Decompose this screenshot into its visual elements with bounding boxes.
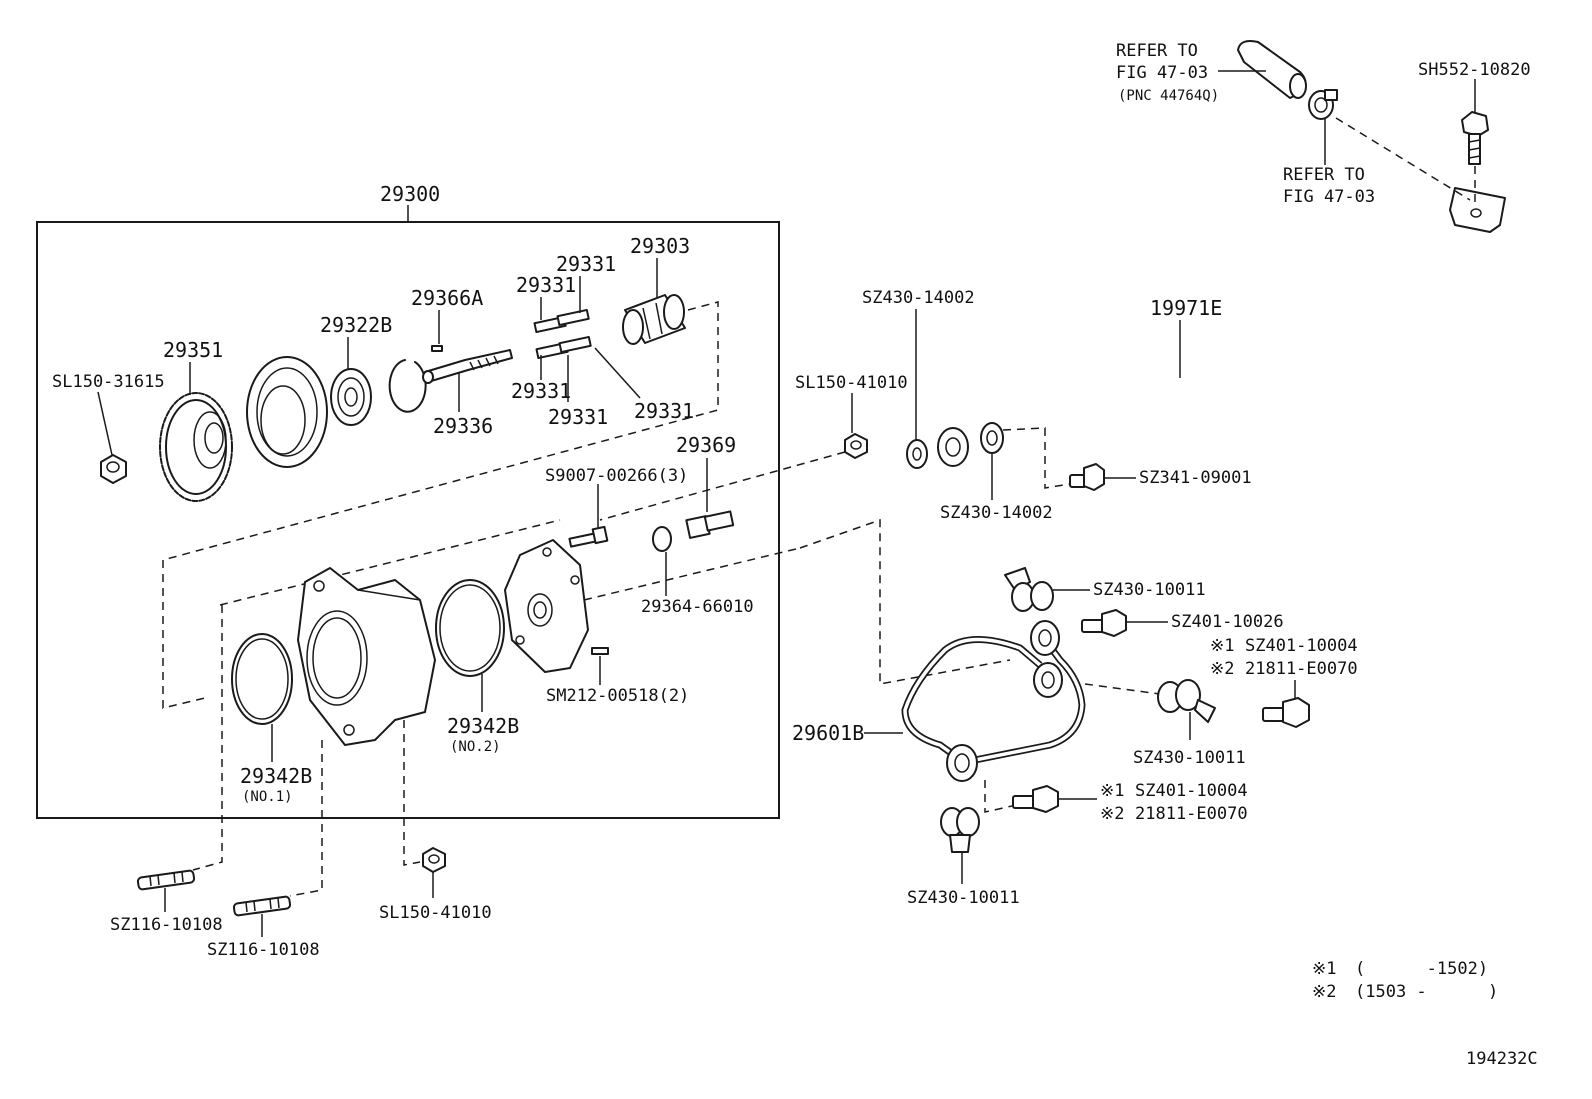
- refer-2-line2: FIG 47-03: [1283, 187, 1375, 207]
- bearing-29322b: [330, 368, 372, 426]
- footnotes: ※1 ( -1502) ※2 (1503 - ): [1312, 959, 1498, 1002]
- 29351-label: 29351: [163, 338, 223, 362]
- sz430-10011-b-label: SZ430-10011: [1133, 748, 1246, 768]
- s9007-label: S9007-00266(3): [545, 466, 688, 486]
- shaft-29336: [422, 349, 513, 384]
- pump-housing: [297, 567, 436, 746]
- oil-pipe-19971e: [937, 178, 1527, 467]
- bolt-sh552: [1461, 111, 1489, 165]
- footnote-1-range: ( -1502): [1355, 959, 1488, 979]
- 29331-label-b: 29331: [516, 273, 576, 297]
- 29331-label-c: 29331: [511, 379, 571, 403]
- sh552-label: SH552-10820: [1418, 60, 1531, 80]
- 29336-label: 29336: [433, 414, 493, 438]
- refer-1-line2: FIG 47-03: [1116, 63, 1208, 83]
- 29322b-label: 29322B: [320, 313, 392, 337]
- 29303-label: 29303: [630, 234, 690, 258]
- gear-29351: [159, 392, 233, 502]
- stud-sz116-b: [232, 895, 292, 917]
- 29369-label: 29369: [676, 433, 736, 457]
- 29342b-no2-label: 29342B: [447, 714, 519, 738]
- footnote-2-range: (1503 - ): [1355, 982, 1498, 1002]
- seal-ring: [246, 356, 328, 468]
- vanes-29331: [533, 308, 592, 360]
- clamp-part: [1308, 89, 1338, 120]
- screw-s9007: [568, 525, 609, 548]
- sl150-41010-bottom-label: SL150-41010: [379, 903, 492, 923]
- nut-sl150-41010-bottom: [422, 847, 446, 873]
- gasket-sz430-14002-b: [980, 422, 1004, 454]
- gasket-29342b-no2: [435, 579, 505, 677]
- footnote-2-mark: ※2: [1312, 982, 1336, 1002]
- m1-b: ※1: [1100, 781, 1124, 801]
- m2-b: ※2: [1100, 804, 1124, 824]
- m2-a: ※2: [1210, 659, 1234, 679]
- stud-sz116-a: [136, 869, 196, 891]
- sz401-10004-b-label: SZ401-10004: [1135, 781, 1248, 801]
- gasket-sz430-14002-a: [906, 439, 928, 469]
- sz430-10011-a-label: SZ430-10011: [1093, 580, 1206, 600]
- sl150-31615-label: SL150-31615: [52, 372, 165, 392]
- gasket-sz430-10011-b: [1157, 679, 1216, 723]
- oring-29364: [652, 526, 672, 552]
- sz116-label-a: SZ116-10108: [110, 915, 223, 935]
- bolt-sz401-10004-a: [1262, 697, 1310, 728]
- nut-sl150-41010-top: [844, 433, 868, 459]
- bolt-sz401-10004-b: [1012, 785, 1059, 813]
- 29331-label-d: 29331: [548, 405, 608, 429]
- 29601b-label: 29601B: [792, 721, 864, 745]
- oil-pipe-29601b: [901, 620, 1086, 782]
- sz430-14002-bottom-label: SZ430-14002: [940, 503, 1053, 523]
- sl150-41010-top-label: SL150-41010: [795, 373, 908, 393]
- refer-2-line1: REFER TO: [1283, 165, 1365, 185]
- sz401-10004-a-label: SZ401-10004: [1245, 636, 1358, 656]
- 29342b-no1-label: 29342B: [240, 764, 312, 788]
- key-29366a: [431, 345, 443, 352]
- sz116-label-b: SZ116-10108: [207, 940, 320, 960]
- 29331-label-a: 29331: [556, 252, 616, 276]
- bolt-sz401-10026: [1081, 609, 1127, 637]
- nut-sl150-31615: [100, 454, 127, 484]
- 21811-a-label: 21811-E0070: [1245, 659, 1358, 679]
- sz430-14002-top-label: SZ430-14002: [862, 288, 975, 308]
- sz430-10011-c-label: SZ430-10011: [907, 888, 1020, 908]
- gasket-sz430-10011-c: [940, 807, 980, 853]
- hose-part: [1237, 40, 1307, 99]
- snap-ring: [388, 359, 427, 413]
- pump-cover: [504, 539, 589, 673]
- footnote-1-mark: ※1: [1312, 959, 1336, 979]
- sm212-label: SM212-00518(2): [546, 686, 689, 706]
- fitting-29369: [685, 510, 735, 539]
- bolt-sz341: [1069, 463, 1105, 491]
- 19971e-label: 19971E: [1150, 296, 1222, 320]
- rotor-29303: [622, 294, 686, 345]
- assembly-number-label: 29300: [380, 182, 440, 206]
- refer-1-line3: (PNC 44764Q): [1118, 88, 1219, 104]
- 29366a-label: 29366A: [411, 286, 483, 310]
- 21811-b-label: 21811-E0070: [1135, 804, 1248, 824]
- no1-label: (NO.1): [242, 789, 293, 805]
- gasket-29342b-no1: [231, 633, 293, 725]
- refer-1-line1: REFER TO: [1116, 41, 1198, 61]
- gasket-sz430-10011-a: [1004, 567, 1054, 612]
- pin-sm212: [591, 647, 609, 655]
- no2-label: (NO.2): [450, 739, 501, 755]
- 29364-label: 29364-66010: [641, 597, 754, 617]
- diagram-id: 194232C: [1466, 1049, 1538, 1069]
- sz341-label: SZ341-09001: [1139, 468, 1252, 488]
- sz401-10026-label: SZ401-10026: [1171, 612, 1284, 632]
- m1-a: ※1: [1210, 636, 1234, 656]
